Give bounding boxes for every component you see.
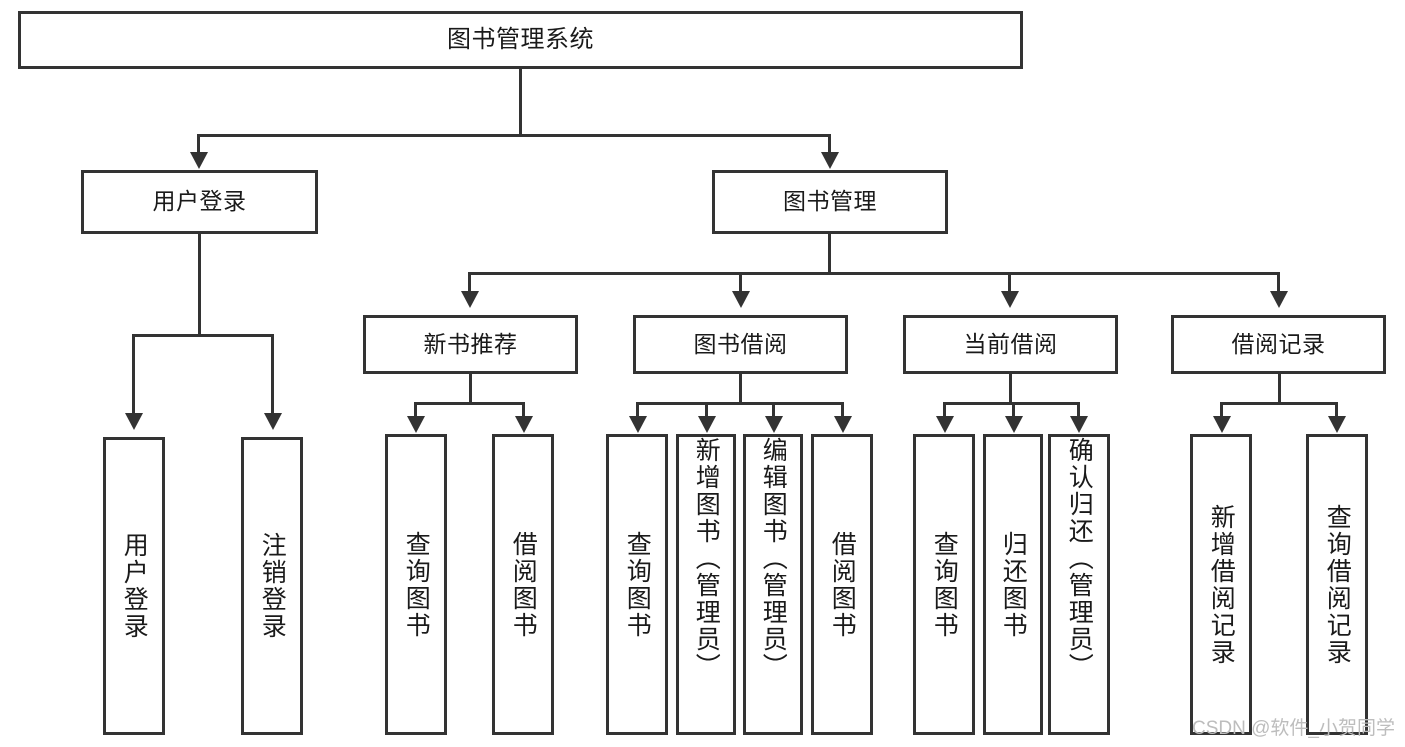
node-label: 图书借阅 bbox=[693, 330, 788, 357]
connector-user-login-stem bbox=[198, 234, 201, 335]
connector-current-borrow-stem bbox=[1009, 374, 1012, 402]
connector-to-book-borrow bbox=[739, 272, 742, 296]
connector-new-book-drop-1 bbox=[414, 402, 417, 420]
connector-new-book-stem bbox=[469, 374, 472, 402]
node-label: 新增图书（管理员） bbox=[692, 437, 721, 680]
connector-book-borrow-drop-2 bbox=[705, 402, 708, 420]
connector-root-to-user-login bbox=[197, 134, 200, 158]
connector-current-borrow-drop-3 bbox=[1077, 402, 1080, 420]
node-label: 注销登录 bbox=[258, 532, 287, 640]
leaf-confirm-return[interactable]: 确认归还（管理员） bbox=[1048, 434, 1110, 735]
arrowhead-leaf-confirm-return bbox=[1070, 416, 1088, 433]
connector-book-borrow-bus bbox=[636, 402, 844, 405]
node-label: 查询图书 bbox=[930, 530, 959, 639]
arrowhead-leaf-edit-book bbox=[765, 416, 783, 433]
arrowhead-book-borrow bbox=[732, 291, 750, 308]
connector-book-borrow-drop-3 bbox=[772, 402, 775, 420]
leaf-add-book[interactable]: 新增图书（管理员） bbox=[676, 434, 736, 735]
node-label: 借阅图书 bbox=[828, 530, 857, 639]
node-label: 图书管理 bbox=[783, 188, 877, 215]
connector-user-login-bus bbox=[132, 334, 274, 337]
node-current-borrow[interactable]: 当前借阅 bbox=[903, 315, 1118, 374]
connector-root-bus bbox=[197, 134, 831, 137]
arrowhead-leaf-borrow-book-1 bbox=[515, 416, 533, 433]
arrowhead-borrow-record bbox=[1270, 291, 1288, 308]
connector-level2-bus bbox=[468, 272, 1280, 275]
arrowhead-leaf-add-book bbox=[698, 416, 716, 433]
leaf-query-borrow-record[interactable]: 查询借阅记录 bbox=[1306, 434, 1368, 735]
connector-book-borrow-drop-4 bbox=[841, 402, 844, 420]
node-label: 编辑图书（管理员） bbox=[759, 437, 788, 680]
node-label: 借阅记录 bbox=[1231, 330, 1326, 357]
connector-borrow-record-drop-2 bbox=[1335, 402, 1338, 420]
connector-book-borrow-drop-1 bbox=[636, 402, 639, 420]
node-label: 新增借阅记录 bbox=[1207, 503, 1236, 666]
leaf-user-login[interactable]: 用户登录 bbox=[103, 437, 165, 735]
connector-borrow-record-bus bbox=[1220, 402, 1338, 405]
connector-book-manage-stem bbox=[828, 234, 831, 272]
node-new-book-recommend[interactable]: 新书推荐 bbox=[363, 315, 578, 374]
connector-current-borrow-bus bbox=[943, 402, 1077, 405]
connector-current-borrow-drop-1 bbox=[943, 402, 946, 420]
node-label: 查询借阅记录 bbox=[1323, 503, 1352, 666]
arrowhead-current-borrow bbox=[1001, 291, 1019, 308]
connector-current-borrow-drop-2 bbox=[1012, 402, 1015, 420]
connector-to-current-borrow bbox=[1008, 272, 1011, 296]
arrowhead-leaf-return-book bbox=[1005, 416, 1023, 433]
arrowhead-leaf-query-book-3 bbox=[936, 416, 954, 433]
connector-user-login-right-drop bbox=[271, 334, 274, 418]
node-borrow-record[interactable]: 借阅记录 bbox=[1171, 315, 1386, 374]
connector-new-book-drop-2 bbox=[522, 402, 525, 420]
arrowhead-book-manage bbox=[821, 152, 839, 169]
node-label: 查询图书 bbox=[623, 530, 652, 639]
leaf-query-book-current[interactable]: 查询图书 bbox=[913, 434, 975, 735]
arrowhead-leaf-query-book-2 bbox=[629, 416, 647, 433]
arrowhead-user-login bbox=[190, 152, 208, 169]
connector-root-stem bbox=[519, 69, 522, 134]
node-label: 确认归还（管理员） bbox=[1065, 437, 1094, 680]
connector-to-borrow-record bbox=[1277, 272, 1280, 296]
leaf-logout[interactable]: 注销登录 bbox=[241, 437, 303, 735]
node-root-system[interactable]: 图书管理系统 bbox=[18, 11, 1023, 69]
node-user-login[interactable]: 用户登录 bbox=[81, 170, 318, 234]
leaf-borrow-book-recommend[interactable]: 借阅图书 bbox=[492, 434, 554, 735]
arrowhead-leaf-user-login bbox=[125, 413, 143, 430]
connector-borrow-record-stem bbox=[1278, 374, 1281, 402]
node-label: 用户登录 bbox=[120, 532, 149, 640]
connector-root-to-book-manage bbox=[828, 134, 831, 158]
node-label: 归还图书 bbox=[999, 530, 1028, 639]
node-book-management[interactable]: 图书管理 bbox=[712, 170, 948, 234]
arrowhead-new-book-recommend bbox=[461, 291, 479, 308]
node-book-borrow[interactable]: 图书借阅 bbox=[633, 315, 848, 374]
node-label: 借阅图书 bbox=[509, 530, 538, 639]
leaf-return-book[interactable]: 归还图书 bbox=[983, 434, 1043, 735]
arrowhead-leaf-query-book-1 bbox=[407, 416, 425, 433]
node-label: 当前借阅 bbox=[963, 330, 1058, 357]
node-label: 新书推荐 bbox=[423, 330, 518, 357]
node-label: 查询图书 bbox=[402, 530, 431, 639]
connector-new-book-bus bbox=[414, 402, 525, 405]
arrowhead-leaf-logout bbox=[264, 413, 282, 430]
leaf-borrow-book[interactable]: 借阅图书 bbox=[811, 434, 873, 735]
connector-to-new-book bbox=[468, 272, 471, 296]
leaf-query-book-recommend[interactable]: 查询图书 bbox=[385, 434, 447, 735]
arrowhead-leaf-add-record bbox=[1213, 416, 1231, 433]
arrowhead-leaf-query-record bbox=[1328, 416, 1346, 433]
connector-borrow-record-drop-1 bbox=[1220, 402, 1223, 420]
leaf-edit-book[interactable]: 编辑图书（管理员） bbox=[743, 434, 803, 735]
leaf-add-borrow-record[interactable]: 新增借阅记录 bbox=[1190, 434, 1252, 735]
connector-user-login-left-drop bbox=[132, 334, 135, 418]
leaf-query-book-borrow[interactable]: 查询图书 bbox=[606, 434, 668, 735]
node-label: 图书管理系统 bbox=[447, 25, 594, 53]
arrowhead-leaf-borrow-book-2 bbox=[834, 416, 852, 433]
node-label: 用户登录 bbox=[152, 188, 247, 215]
connector-book-borrow-stem bbox=[739, 374, 742, 402]
